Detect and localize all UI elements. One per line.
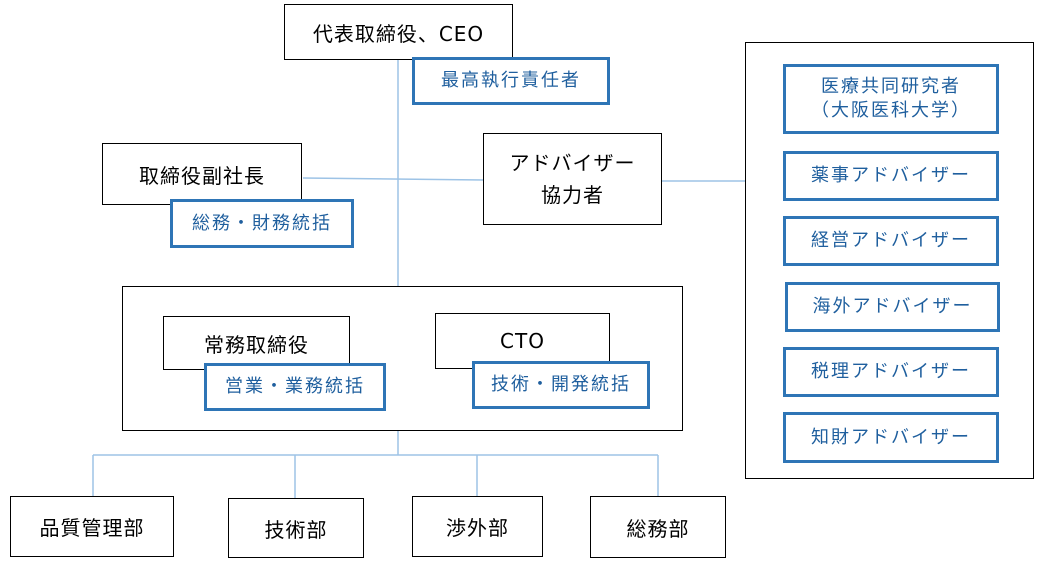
- ceo-role-box: 最高執行責任者: [412, 57, 610, 105]
- advisor-ip-label: 知財アドバイザー: [811, 426, 971, 448]
- advisor-item-medical: 医療共同研究者 （大阪医科大学）: [783, 64, 999, 134]
- advisor-tax-label: 税理アドバイザー: [811, 361, 971, 383]
- managing-director-role: 営業・業務統括: [225, 376, 365, 398]
- cto-role: 技術・開発統括: [491, 374, 631, 396]
- department-general: 総務部: [590, 496, 726, 558]
- managing-director-role-box: 営業・業務統括: [204, 363, 386, 411]
- advisor-group-line2: 協力者: [541, 183, 604, 207]
- advisor-item-tax: 税理アドバイザー: [783, 347, 999, 397]
- cto-title: CTO: [500, 329, 545, 353]
- department-quality-label: 品質管理部: [39, 516, 145, 540]
- department-tech-label: 技術部: [264, 517, 328, 542]
- department-external-label: 渉外部: [446, 516, 509, 540]
- vice-president-box: 取締役副社長: [102, 143, 302, 205]
- ceo-box: 代表取締役、CEO: [284, 4, 513, 60]
- department-quality: 品質管理部: [10, 496, 174, 557]
- advisor-medical-line2: （大阪医科大学）: [811, 100, 971, 121]
- advisor-medical-line1: 医療共同研究者: [821, 75, 961, 97]
- advisor-pharma-label: 薬事アドバイザー: [811, 165, 971, 187]
- advisor-item-management: 経営アドバイザー: [783, 216, 999, 266]
- cto-box: CTO: [435, 313, 610, 369]
- vice-president-role-box: 総務・財務統括: [170, 199, 354, 248]
- department-external: 渉外部: [412, 496, 543, 557]
- advisor-item-overseas: 海外アドバイザー: [785, 282, 1000, 332]
- department-general-label: 総務部: [626, 516, 690, 541]
- advisor-item-ip: 知財アドバイザー: [783, 412, 999, 463]
- ceo-role: 最高執行責任者: [441, 70, 581, 92]
- ceo-title: 代表取締役、CEO: [312, 21, 485, 46]
- advisor-group-line1: アドバイザー: [509, 151, 636, 175]
- branch-line-vice-president: [302, 177, 485, 181]
- managing-director-title: 常務取締役: [204, 332, 309, 357]
- advisor-management-label: 経営アドバイザー: [811, 230, 971, 252]
- department-tech: 技術部: [228, 498, 364, 558]
- advisor-group-box: アドバイザー 協力者: [483, 133, 662, 225]
- managing-director-box: 常務取締役: [163, 316, 350, 370]
- advisor-overseas-label: 海外アドバイザー: [812, 296, 973, 318]
- vice-president-role: 総務・財務統括: [192, 212, 332, 234]
- vice-president-title: 取締役副社長: [139, 163, 265, 188]
- cto-role-box: 技術・開発統括: [472, 361, 650, 409]
- advisor-item-pharma: 薬事アドバイザー: [783, 151, 999, 201]
